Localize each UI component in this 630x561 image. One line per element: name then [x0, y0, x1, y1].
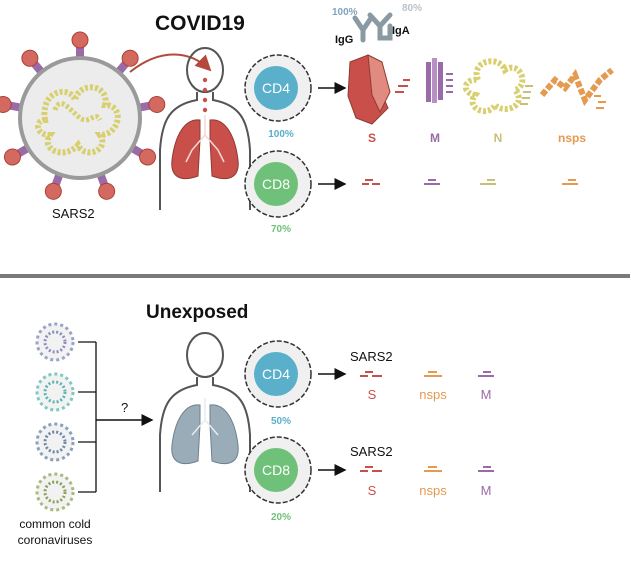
cd8-bottom-target: SARS2 — [350, 444, 393, 459]
nsps-protein-icon — [539, 67, 614, 107]
cd4-top-percent: 100% — [268, 129, 294, 140]
common-cold-virus-4-icon — [35, 472, 75, 512]
iga-label: IgA — [392, 25, 410, 37]
cd4-cell-bottom-icon — [244, 340, 312, 408]
cd8-bottom-percent: 20% — [271, 512, 291, 523]
common-cold-virus-3-icon — [35, 422, 75, 462]
sars2-virus-icon — [0, 31, 166, 200]
covid-title: COVID19 — [155, 12, 245, 35]
iga-antibody-icon — [367, 12, 393, 41]
covid-airway-icon — [202, 77, 208, 113]
igg-antibody-icon — [352, 15, 374, 43]
cd4-bottom-s-label: S — [368, 387, 377, 402]
cd8-top-epitopes — [362, 179, 578, 185]
cd4-bottom-label: CD4 — [262, 366, 290, 382]
infection-arrow — [129, 53, 212, 73]
common-cold-virus-1-icon — [35, 322, 75, 362]
cd4-top-label: CD4 — [262, 80, 290, 96]
cd8-bottom-m-label: M — [481, 483, 492, 498]
protein-m-label: M — [430, 131, 440, 145]
spike-protein-icon — [347, 54, 391, 125]
common-cold-caption-line2: coronaviruses — [18, 533, 93, 547]
unexposed-title: Unexposed — [146, 302, 248, 323]
cd4-bottom-target: SARS2 — [350, 349, 393, 364]
membrane-epitope-marks — [446, 73, 453, 93]
spike-epitope-marks — [395, 79, 410, 93]
unexposed-lungs-icon — [171, 398, 239, 465]
cd4-bottom-nsps-label: nsps — [419, 387, 447, 402]
nucleocapsid-protein-icon — [462, 58, 526, 114]
virus-bracket — [78, 341, 97, 493]
cd8-bottom-nsps-label: nsps — [419, 483, 447, 498]
igg-percent: 100% — [332, 7, 358, 18]
nucleocapsid-epitope-marks — [520, 85, 533, 105]
protein-nsps-label: nsps — [558, 131, 586, 145]
cd8-top-percent: 70% — [271, 224, 291, 235]
sars2-label: SARS2 — [52, 206, 95, 221]
protein-n-label: N — [494, 131, 503, 145]
common-cold-virus-2-icon — [35, 372, 75, 412]
cd4-bottom-percent: 50% — [271, 416, 291, 427]
cd8-bottom-epitopes — [360, 466, 494, 472]
cd8-cell-bottom-icon — [244, 436, 312, 504]
covid-lungs-icon — [171, 115, 239, 180]
protein-s-label: S — [368, 131, 376, 145]
iga-percent: 80% — [402, 3, 422, 14]
igg-label: IgG — [335, 34, 353, 46]
membrane-protein-icon — [426, 58, 443, 103]
cd8-bottom-s-label: S — [368, 483, 377, 498]
cd8-cell-top-icon — [244, 150, 312, 218]
cd4-bottom-m-label: M — [481, 387, 492, 402]
nsps-epitope-marks — [594, 95, 606, 109]
common-cold-caption-line1: common cold — [19, 517, 90, 531]
cd4-bottom-epitopes — [360, 371, 494, 377]
unexposed-person-icon — [159, 332, 251, 492]
cd8-top-label: CD8 — [262, 176, 290, 192]
cd4-cell-top-icon — [244, 54, 312, 122]
question-mark: ? — [121, 400, 128, 415]
cd8-bottom-label: CD8 — [262, 462, 290, 478]
